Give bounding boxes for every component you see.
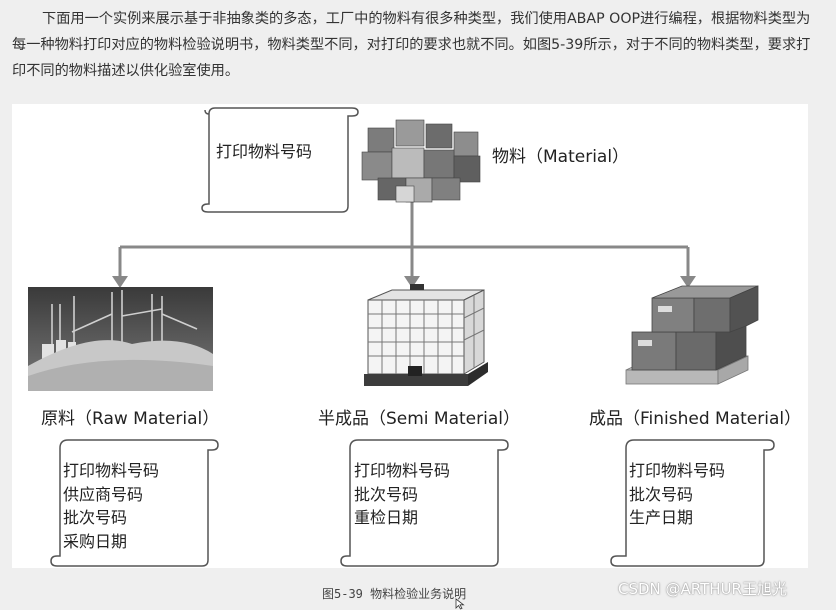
raw-material-label: 原料（Raw Material） <box>41 404 219 429</box>
boxes-icon <box>362 120 480 202</box>
pallet-boxes-image <box>626 286 758 384</box>
material-label: 物料（Material） <box>492 142 629 167</box>
finished-scroll-text: 打印物料号码 批次号码 生产日期 <box>629 459 725 530</box>
arrow-heads <box>112 276 696 288</box>
top-scroll-text: 打印物料号码 <box>216 140 312 164</box>
intro-paragraph: 下面用一个实例来展示基于非抽象类的多态，工厂中的物料有很多种类型，我们使用ABA… <box>12 6 824 84</box>
raw-material-photo <box>28 287 213 391</box>
mouse-cursor-icon <box>455 598 465 610</box>
figure-material-hierarchy: 打印物料号码 物料（Material） 原料（Raw Material） 半成品… <box>12 104 808 568</box>
raw-scroll-text: 打印物料号码 供应商号码 批次号码 采购日期 <box>63 459 159 553</box>
finished-material-label: 成品（Finished Material） <box>589 404 801 429</box>
ibc-tote-image <box>364 284 488 386</box>
semi-scroll-text: 打印物料号码 批次号码 重检日期 <box>354 459 450 530</box>
figure-caption: 图5-39 物料检验业务说明 <box>322 585 466 602</box>
semi-material-label: 半成品（Semi Material） <box>318 404 520 429</box>
watermark: CSDN @ARTHUR王旭光 <box>618 578 787 599</box>
